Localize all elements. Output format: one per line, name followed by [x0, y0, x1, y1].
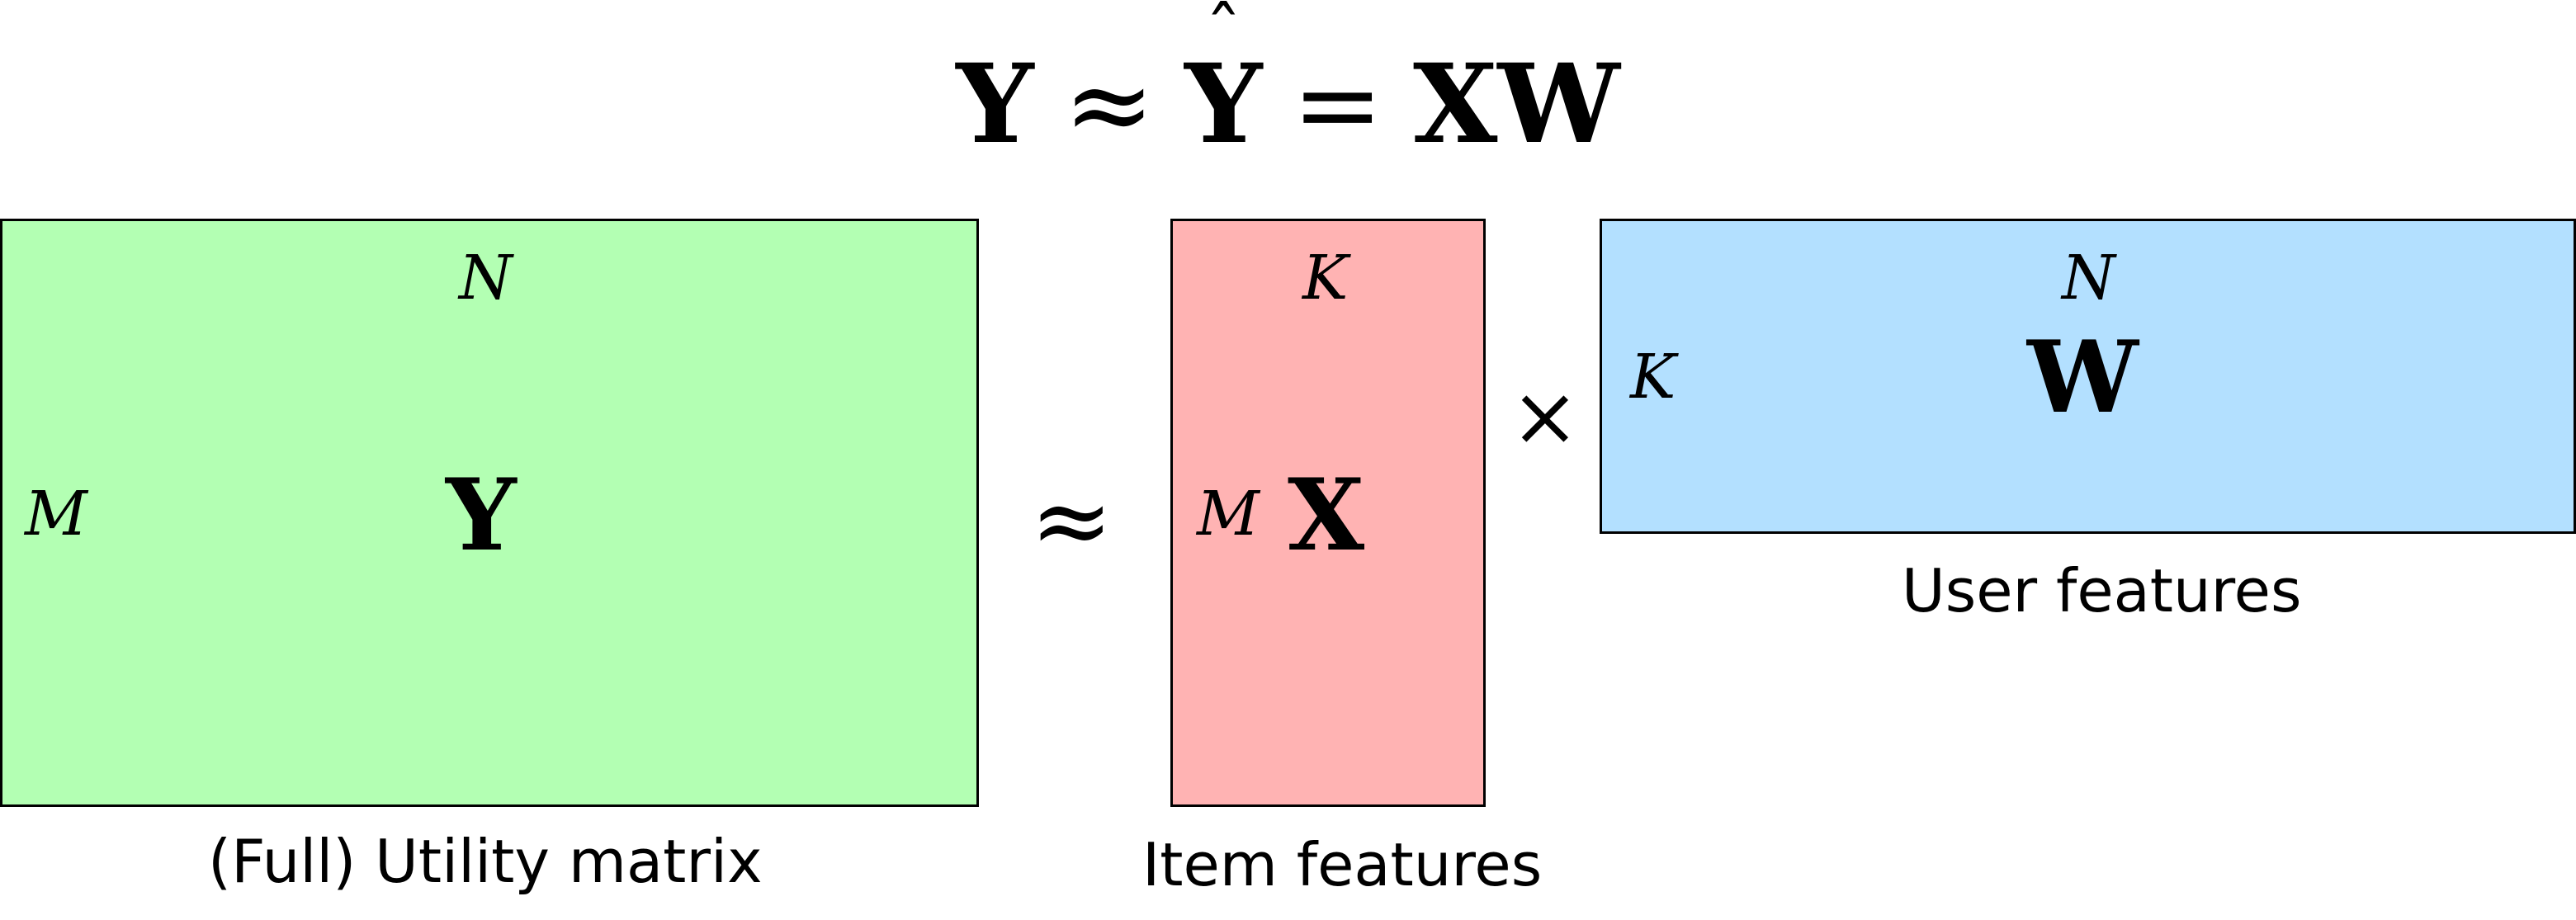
user-features-box [1600, 219, 2576, 534]
utility-matrix-caption: (Full) Utility matrix [208, 827, 763, 896]
item-features-name: X [1288, 457, 1365, 573]
item-features-caption: Item features [1142, 830, 1543, 899]
equation-rhs: XW [1413, 40, 1620, 168]
item-features-cols-label: K [1302, 243, 1349, 314]
equation-yhat-symbol: Y [1184, 40, 1263, 168]
times-sign: × [1510, 368, 1580, 465]
utility-matrix-box [0, 219, 979, 807]
equation-approx: ≈ [1063, 41, 1156, 168]
approx-sign: ≈ [1030, 464, 1113, 578]
equation-hat-mark: ˆ [1204, 0, 1242, 78]
item-features-rows-label: M [1197, 479, 1260, 550]
utility-matrix-rows-label: M [25, 479, 87, 550]
user-features-rows-label: K [1630, 342, 1676, 413]
utility-matrix-name: Y [446, 457, 517, 573]
equation-lhs: Y [956, 40, 1034, 168]
user-features-caption: User features [1902, 556, 2302, 625]
item-features-box [1170, 219, 1486, 807]
utility-matrix-cols-label: N [459, 243, 513, 314]
user-features-name: W [2027, 319, 2139, 436]
user-features-cols-label: N [2062, 243, 2115, 314]
equation-equals: = [1292, 41, 1383, 168]
